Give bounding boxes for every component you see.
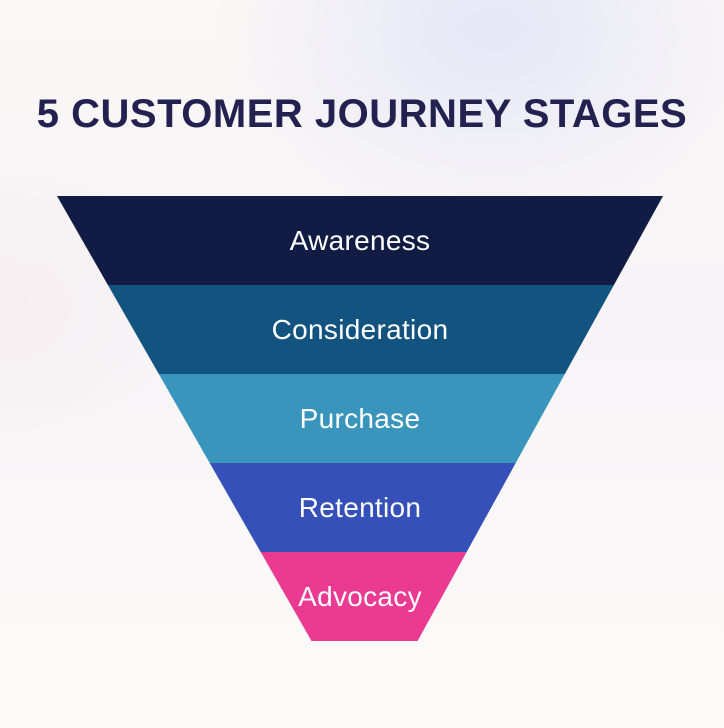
stage-label: Advocacy: [298, 580, 422, 612]
stage-label: Purchase: [299, 402, 421, 434]
stage-label: Retention: [298, 491, 422, 523]
funnel-stage-awareness: Awareness: [57, 196, 663, 285]
stage-label: Consideration: [271, 313, 449, 345]
stage-label: Awareness: [289, 224, 431, 256]
funnel-stage-purchase: Purchase: [57, 374, 663, 463]
page-title: 5 CUSTOMER JOURNEY STAGES: [36, 92, 688, 136]
customer-journey-funnel: Awareness Consideration Purchase Retenti…: [57, 196, 663, 641]
funnel-stage-advocacy: Advocacy: [57, 552, 663, 641]
funnel-stage-retention: Retention: [57, 463, 663, 552]
funnel-stage-consideration: Consideration: [57, 285, 663, 374]
